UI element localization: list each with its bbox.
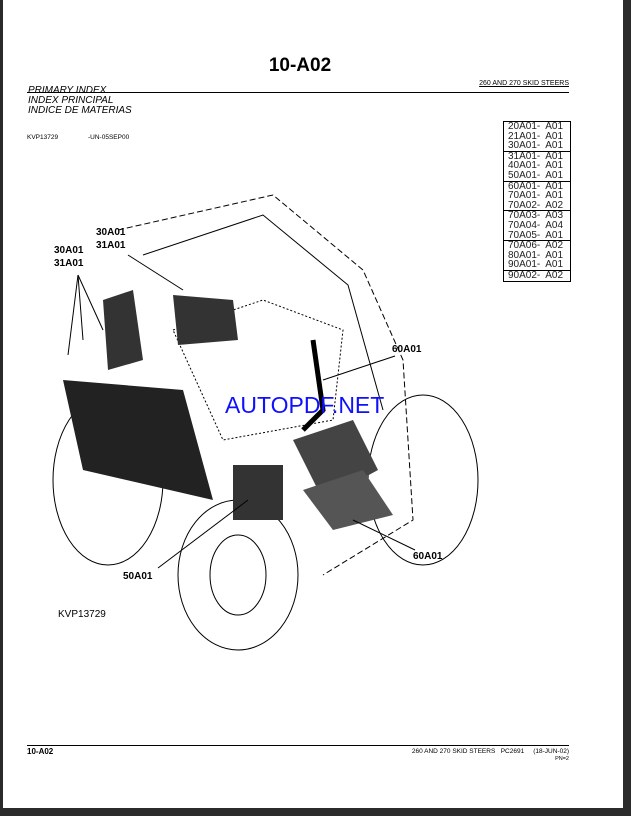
index-entry[interactable]: 70A06- A02 [508, 240, 564, 252]
watermark: AUTOPDF.NET [225, 392, 385, 418]
index-entry[interactable]: 70A02- A02 [508, 199, 564, 211]
figure-date: -UN-05SEP00 [88, 134, 130, 141]
footer-info: 260 AND 270 SKID STEERS PC2691 (18-JUN-0… [411, 748, 569, 755]
callout-30a01-upper: 30A01 [96, 227, 126, 238]
index-entry[interactable]: 80A01- A01 [508, 249, 564, 261]
index-entry[interactable]: 30A01- A01 [508, 140, 564, 152]
index-entry[interactable]: 60A01- A01 [508, 180, 564, 192]
index-entry[interactable]: 70A05- A01 [508, 229, 564, 241]
callout-31a01-upper: 31A01 [96, 240, 126, 251]
header-model: 260 AND 270 SKID STEERS [479, 80, 569, 87]
document-page: 10-A02 260 AND 270 SKID STEERS PRIMARY I… [3, 0, 623, 808]
callout-50a01: 50A01 [123, 571, 153, 582]
index-title-es: INDICE DE MATERIAS [28, 105, 132, 116]
header-divider [27, 92, 569, 93]
callout-60a01-upper: 60A01 [392, 344, 422, 355]
footer-page-code: 10-A02 [27, 747, 54, 756]
index-entry[interactable]: 70A04- A04 [508, 219, 564, 231]
figure-code: KVP13729 [27, 134, 59, 141]
index-entry[interactable]: 70A01- A01 [508, 190, 564, 202]
index-entry[interactable]: 31A01- A01 [508, 150, 564, 162]
index-entry[interactable]: 20A01- A01 [508, 121, 564, 132]
index-entry[interactable]: 70A03- A03 [508, 210, 564, 222]
index-entry[interactable]: 50A01- A01 [508, 169, 564, 181]
index-title-pt: INDEX PRINCIPAL [28, 95, 114, 106]
figure-label: KVP13729 [58, 609, 106, 620]
index-entry[interactable]: 90A02- A02 [508, 269, 564, 281]
index-entry[interactable]: 90A01- A01 [508, 259, 564, 271]
callout-31a01-left: 31A01 [54, 258, 84, 269]
index-entry[interactable]: 40A01- A01 [508, 160, 564, 172]
callout-60a01-lower: 60A01 [413, 551, 443, 562]
footer-divider [27, 745, 569, 746]
index-entry[interactable]: 21A01- A01 [508, 130, 564, 142]
skid-steer-illustration [52, 194, 479, 651]
index-title-en: PRIMARY INDEX [28, 85, 107, 96]
footer-page-number: PN=2 [555, 756, 569, 762]
callout-30a01-left: 30A01 [54, 245, 84, 256]
page-title: 10-A02 [268, 55, 332, 76]
index-group: 90A02- A02 [504, 269, 570, 281]
